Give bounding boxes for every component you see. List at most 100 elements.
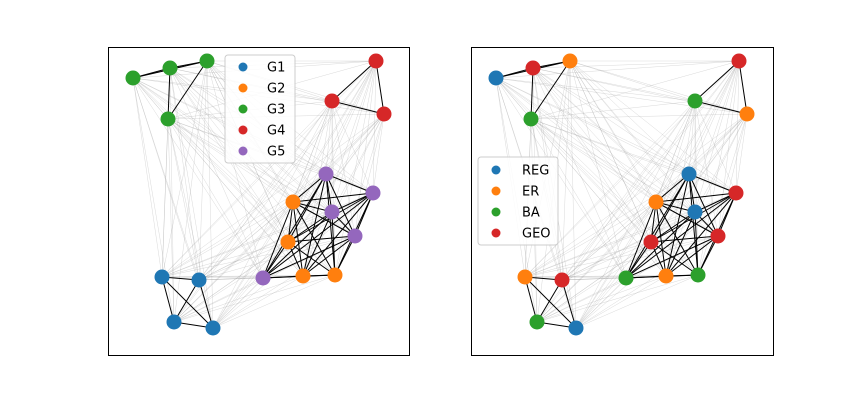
strong-edge (262, 173, 327, 279)
strong-edge (625, 201, 657, 279)
strong-edge (665, 192, 737, 277)
node-g3 (199, 53, 215, 69)
strong-edge (655, 201, 667, 277)
node-g4 (324, 93, 340, 109)
weak-edge (198, 60, 377, 281)
weak-edge (212, 274, 336, 329)
weak-edge (132, 77, 289, 243)
weak-edge (569, 60, 696, 102)
node-er (517, 269, 533, 285)
weak-edge (688, 60, 740, 175)
weak-edge (325, 60, 377, 175)
weak-edge (161, 241, 289, 278)
strong-edge (530, 67, 534, 120)
legend-label: GEO (522, 227, 551, 242)
weak-edge (495, 77, 652, 243)
strong-edge (530, 60, 571, 120)
strong-edge (262, 211, 333, 279)
weak-edge (536, 192, 737, 323)
strong-edge (688, 173, 719, 237)
weak-edge (495, 77, 696, 213)
weak-edge (530, 118, 690, 175)
weak-edge (524, 113, 748, 278)
strong-edge (331, 60, 377, 102)
node-ba (523, 111, 539, 127)
weak-edge (694, 100, 719, 237)
weak-edge (575, 173, 690, 329)
weak-edge (161, 201, 294, 278)
weak-edge (495, 77, 657, 203)
weak-edge (292, 60, 377, 203)
weak-edge (524, 211, 696, 278)
weak-edge (532, 67, 737, 194)
legend-label: G3 (267, 103, 285, 118)
weak-edge (262, 113, 385, 279)
weak-edge (575, 274, 699, 329)
node-er (739, 106, 755, 122)
weak-edge (524, 100, 696, 278)
weak-edge (735, 113, 748, 194)
strong-edge (655, 201, 699, 276)
weak-edge (325, 100, 333, 175)
weak-edge (495, 77, 748, 115)
weak-edge (198, 60, 208, 281)
node-g1 (191, 272, 207, 288)
node-ba (529, 314, 545, 330)
weak-edge (173, 192, 374, 323)
weak-edge (173, 201, 294, 323)
weak-edge (530, 118, 737, 194)
weak-edge (575, 201, 657, 329)
weak-edge (524, 192, 737, 278)
strong-edge (738, 60, 748, 115)
weak-edge (331, 100, 336, 276)
weak-edge (173, 274, 336, 323)
strong-edge (625, 192, 737, 279)
node-geo (643, 234, 659, 250)
node-g5 (324, 204, 340, 220)
weak-edge (212, 201, 294, 329)
weak-edge (532, 67, 652, 243)
weak-edge (169, 67, 175, 323)
strong-edge (262, 192, 374, 279)
legend-marker (238, 62, 248, 72)
strong-edge (331, 211, 336, 276)
weak-edge (167, 118, 336, 276)
weak-edges (132, 60, 385, 329)
weak-edge (530, 118, 627, 279)
legend-marker (238, 104, 248, 114)
weak-edge (694, 100, 737, 194)
weak-edge (530, 118, 696, 213)
strong-edge (331, 192, 374, 213)
node-reg (687, 204, 703, 220)
weak-edge (161, 60, 377, 278)
weak-edge (161, 118, 169, 278)
weak-edge (561, 211, 696, 281)
weak-edge (530, 100, 696, 120)
weak-edge (536, 173, 690, 323)
weak-edge (161, 192, 374, 278)
strong-edge (524, 276, 577, 329)
weak-edge (530, 118, 699, 276)
node-geo (554, 272, 570, 288)
weak-edge (167, 118, 289, 243)
strong-edge (161, 276, 175, 323)
weak-edge (169, 67, 214, 329)
weak-edge (167, 118, 333, 213)
legend-label: BA (522, 206, 540, 221)
weak-edge (212, 277, 264, 329)
strong-edge (694, 211, 699, 276)
node-g5 (347, 228, 363, 244)
weak-edge (167, 118, 200, 281)
strong-edge (325, 173, 374, 194)
node-er (658, 268, 674, 284)
weak-edge (167, 118, 356, 237)
weak-edge (575, 275, 667, 329)
weak-edge (212, 113, 385, 329)
node-reg (568, 320, 584, 336)
weak-edge (569, 60, 737, 194)
legend-label: G1 (267, 61, 285, 76)
weak-edge (132, 77, 294, 203)
strong-edge (650, 211, 696, 243)
node-geo (728, 185, 744, 201)
